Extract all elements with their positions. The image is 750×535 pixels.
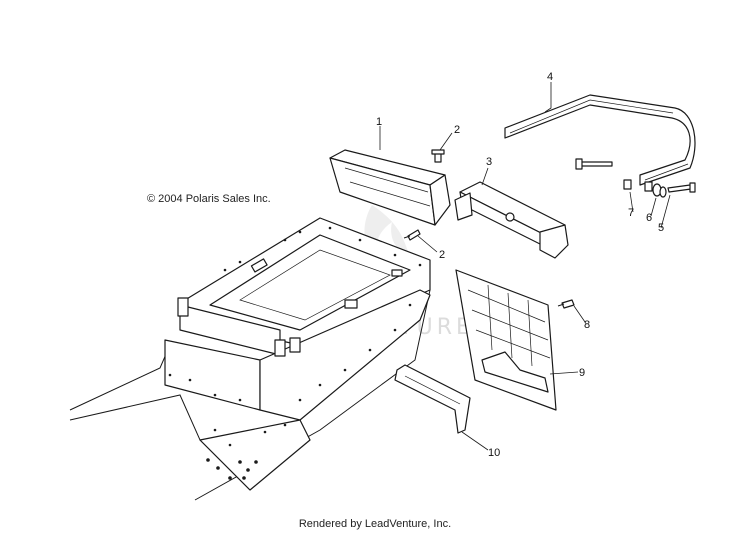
storage-box-lid <box>329 149 451 226</box>
rear-bumper-bracket <box>454 181 569 259</box>
snowmobile-rear-body <box>69 217 431 501</box>
callout-1: 1 <box>376 116 382 128</box>
copyright-text: © 2004 Polaris Sales Inc. <box>147 193 271 205</box>
callout-10: 10 <box>488 447 500 459</box>
callout-4: 4 <box>547 71 553 83</box>
callout-2-lower: 2 <box>439 249 445 261</box>
washer <box>652 183 667 198</box>
callout-3: 3 <box>486 156 492 168</box>
push-rivet-flap <box>557 299 575 309</box>
snow-flap <box>455 269 557 411</box>
license-plate-bracket <box>394 364 471 434</box>
callout-6: 6 <box>646 212 652 224</box>
callout-2-upper: 2 <box>454 124 460 136</box>
push-rivet-lower <box>403 229 421 241</box>
rear-grab-bar <box>504 94 696 186</box>
callout-7: 7 <box>628 207 634 219</box>
callout-9: 9 <box>579 367 585 379</box>
push-rivet-upper <box>431 149 445 163</box>
nut <box>623 179 653 192</box>
footer-credit: Rendered by LeadVenture, Inc. <box>298 518 452 530</box>
body-rivet-dots <box>168 226 422 480</box>
callout-5: 5 <box>658 222 664 234</box>
leader-lines <box>379 82 671 451</box>
callout-8: 8 <box>584 319 590 331</box>
bolt <box>575 158 696 193</box>
